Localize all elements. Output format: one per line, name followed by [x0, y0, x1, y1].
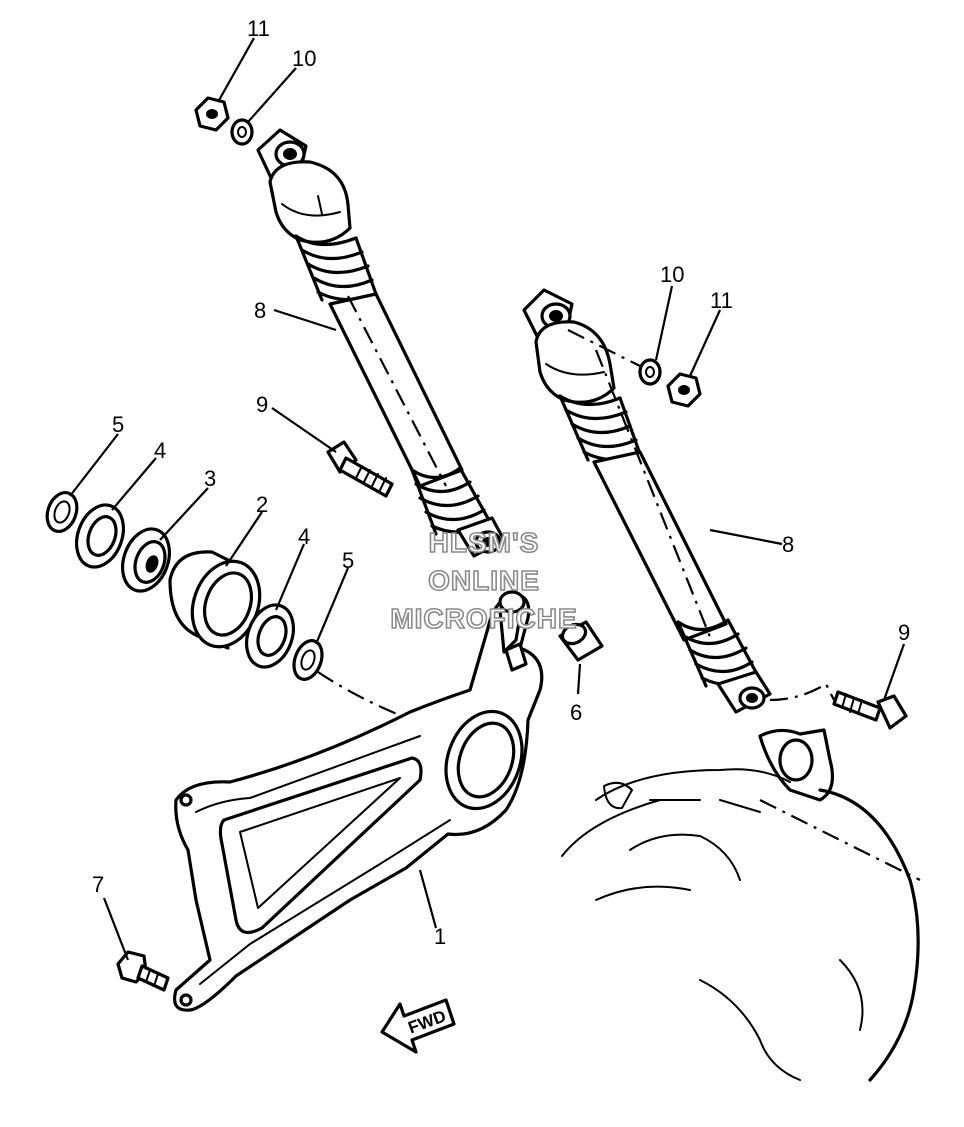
callout-8-left: 8	[254, 298, 266, 323]
callout-4-left: 4	[154, 438, 166, 463]
leader-lines	[69, 37, 906, 961]
left-nut-11	[194, 96, 230, 132]
callout-1: 1	[434, 924, 446, 949]
left-washer-10	[230, 118, 254, 146]
watermark-line-2: ONLINE	[428, 565, 540, 596]
callout-10-right: 10	[660, 262, 684, 287]
callout-4-right: 4	[298, 524, 310, 549]
callout-9-left: 9	[256, 392, 268, 417]
right-shock-absorber	[522, 288, 772, 714]
callout-5-left: 5	[112, 412, 124, 437]
callout-8-right: 8	[782, 532, 794, 557]
callout-10-left: 10	[292, 46, 316, 71]
callout-5-right: 5	[342, 548, 354, 573]
callout-9-right: 9	[898, 620, 910, 645]
collar-5-left	[45, 491, 79, 533]
watermark-line-1: HLSM'S	[429, 527, 540, 558]
rear-arm-1	[173, 590, 544, 1012]
right-nut-11	[666, 372, 702, 408]
collar-5-right	[292, 639, 324, 681]
left-shock-lower-spring	[410, 466, 492, 536]
collar-6	[558, 620, 604, 662]
fwd-arrow: FWD	[380, 998, 456, 1054]
oil-seal-4-left	[75, 503, 125, 569]
watermark: HLSM'S ONLINE MICROFICHE	[390, 526, 578, 635]
bearing-3	[121, 527, 171, 593]
right-bolt-9	[832, 690, 908, 730]
watermark-line-3: MICROFICHE	[390, 603, 577, 634]
left-bolt-9	[326, 440, 394, 498]
oil-seal-4-right	[245, 603, 295, 669]
right-shock-spring	[558, 394, 642, 462]
callout-2: 2	[256, 492, 268, 517]
callout-11-right: 11	[710, 288, 733, 313]
engine-case-outline	[561, 728, 921, 1082]
bolt-7	[116, 950, 170, 992]
left-shock-absorber	[256, 128, 506, 558]
callout-numbers: 11 10 8 9 5 4 3 2 4 5 6 10 11 8 9 7 1	[92, 16, 910, 949]
right-washer-10	[638, 358, 662, 386]
left-shock-spring	[294, 234, 378, 302]
callout-6: 6	[570, 700, 582, 725]
callout-3: 3	[204, 466, 216, 491]
callout-11-left: 11	[247, 16, 270, 41]
callout-7: 7	[92, 872, 104, 897]
